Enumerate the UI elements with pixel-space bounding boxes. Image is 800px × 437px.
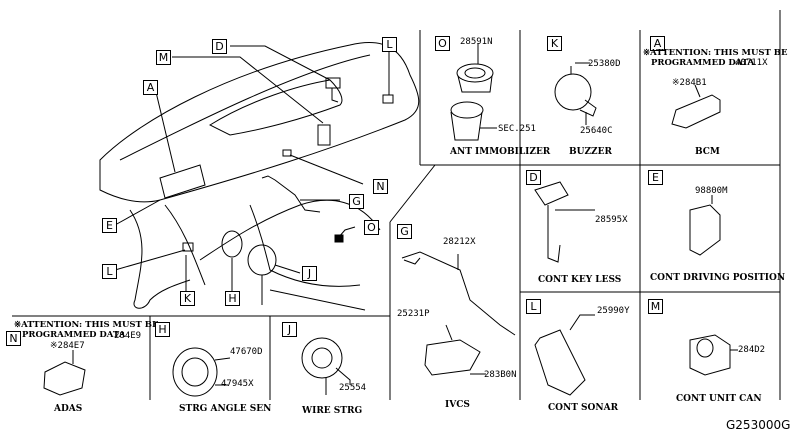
part-number[interactable]: 284D2 (738, 345, 766, 355)
panel-caption: CONT SONAR (548, 403, 619, 413)
panel-caption: CONT DRIVING POSITION (650, 273, 786, 283)
panel-letter: M (648, 299, 663, 314)
panel-letter: J (282, 322, 297, 337)
panel-caption: IVCS (445, 400, 470, 410)
program-data-code[interactable]: 284E9 (114, 331, 142, 341)
panel-caption: CONT UNIT CAN (676, 394, 762, 404)
callout-n[interactable]: N (373, 179, 388, 194)
part-number[interactable]: ※284B1 (672, 78, 707, 88)
panel-letter: A (650, 36, 665, 51)
panel-letter: O (435, 36, 450, 51)
part-number[interactable]: 25640C (580, 126, 613, 136)
callout-e[interactable]: E (102, 218, 117, 233)
callout-a[interactable]: A (143, 80, 158, 95)
part-number[interactable]: 98800M (695, 186, 728, 196)
part-number[interactable]: ※284E7 (50, 341, 85, 351)
part-number[interactable]: 28591N (460, 37, 493, 47)
panel-caption: ANT IMMOBILIZER (450, 147, 551, 157)
panel-letter: N (6, 331, 21, 346)
attention-note: ※ATTENTION: THIS MUST BE (14, 320, 159, 330)
car-outline (99, 42, 420, 203)
callout-l-top[interactable]: L (382, 37, 397, 52)
panel-letter: K (547, 36, 562, 51)
callout-l-bottom[interactable]: L (102, 264, 117, 279)
part-number[interactable]: 28212X (443, 237, 476, 247)
panel-caption: WIRE STRG (302, 406, 363, 416)
callout-h[interactable]: H (225, 291, 240, 306)
attention-note: PROGRAMMED DATA (651, 58, 755, 68)
panel-letter: G (397, 224, 412, 239)
part-number[interactable]: 283B0N (484, 370, 517, 380)
part-number[interactable]: 25990Y (597, 306, 630, 316)
part-number[interactable]: 25231P (397, 309, 430, 319)
panel-caption: ADAS (54, 404, 83, 414)
callout-m[interactable]: M (156, 50, 171, 65)
part-number[interactable]: 25554 (339, 383, 367, 393)
part-number[interactable]: SEC.251 (498, 124, 536, 134)
part-number[interactable]: 47945X (221, 379, 254, 389)
panel-letter: L (526, 299, 541, 314)
part-number[interactable]: 47670D (230, 347, 263, 357)
panel-caption: STRG ANGLE SEN (179, 404, 272, 414)
callout-d[interactable]: D (212, 39, 227, 54)
callout-o[interactable]: O (364, 220, 379, 235)
panel-letter: H (155, 322, 170, 337)
panel-caption: BCM (695, 147, 720, 157)
part-number[interactable]: 25380D (588, 59, 621, 69)
attention-note: ※ATTENTION: THIS MUST BE (643, 48, 788, 58)
panel-letter: D (526, 170, 541, 185)
panel-caption: BUZZER (569, 147, 612, 157)
callout-g[interactable]: G (349, 194, 364, 209)
part-number[interactable]: 28595X (595, 215, 628, 225)
callout-k[interactable]: K (180, 291, 195, 306)
diagram-code: G253000G (726, 418, 791, 432)
panel-border (12, 10, 781, 400)
program-data-code[interactable]: 40711X (735, 58, 768, 68)
panel-letter: E (648, 170, 663, 185)
panel-caption: CONT KEY LESS (538, 275, 622, 285)
attention-note: PROGRAMMED DATA (22, 330, 126, 340)
callout-j[interactable]: J (302, 266, 317, 281)
